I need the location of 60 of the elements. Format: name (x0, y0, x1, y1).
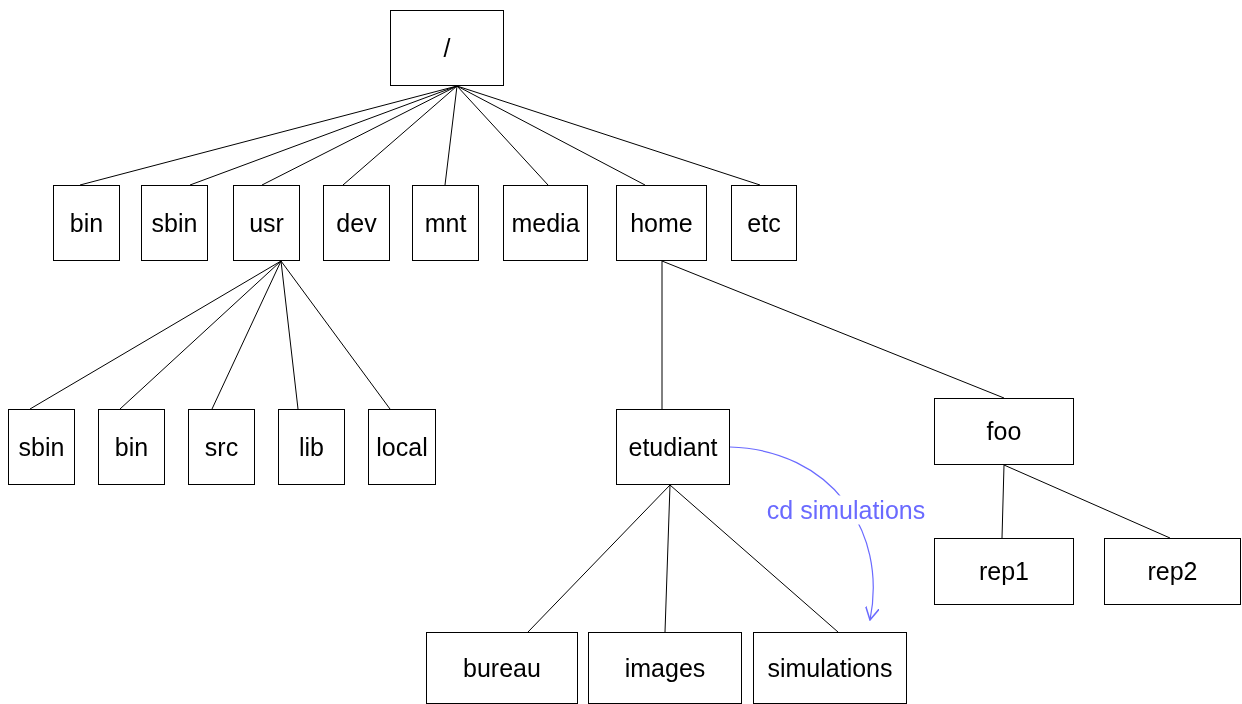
connector-line (342, 85, 458, 186)
directory-name: simulations (767, 653, 893, 683)
directory-name: etc (747, 208, 781, 238)
directory-box (616, 409, 730, 485)
connector-line (661, 260, 1005, 399)
directory-box (426, 632, 578, 704)
connector-line (1003, 464, 1171, 539)
directory-box (934, 538, 1074, 605)
directory-box (731, 185, 797, 261)
directory-box (588, 632, 742, 704)
connector-line (456, 85, 646, 186)
connector-line (119, 260, 282, 410)
directory-box (753, 632, 907, 704)
directory-box (278, 409, 345, 485)
directory-name: / (443, 33, 451, 63)
connector-line (280, 260, 391, 410)
directory-box (141, 185, 208, 261)
connector-line (211, 260, 282, 410)
directory-box (53, 185, 120, 261)
directory-name: src (204, 432, 239, 462)
connector-line (189, 85, 458, 186)
directory-box (8, 409, 75, 485)
directory-box (390, 10, 504, 86)
connector-line (280, 260, 299, 410)
directory-box (323, 185, 390, 261)
directory-name: sbin (18, 432, 65, 462)
directory-name: bin (69, 208, 104, 238)
directory-name: media (511, 208, 580, 238)
directory-name: sbin (151, 208, 198, 238)
connector-line (669, 484, 839, 633)
connector-line (456, 85, 761, 186)
directory-box (188, 409, 255, 485)
directory-box (616, 185, 707, 261)
edge-label: cd simulations (764, 495, 928, 525)
directory-name: bin (114, 432, 149, 462)
directory-name: mnt (424, 208, 467, 238)
connector-line (661, 260, 663, 410)
directory-box (368, 409, 436, 485)
directory-box (98, 409, 165, 485)
directory-name: bureau (463, 653, 541, 683)
directory-name: etudiant (628, 432, 718, 462)
directory-name: rep2 (1147, 557, 1198, 586)
directory-name: lib (299, 432, 324, 462)
directory-name: dev (336, 208, 377, 238)
directory-box (1104, 538, 1241, 605)
connector-line (664, 484, 671, 633)
connector-line (527, 484, 671, 633)
directory-box (233, 185, 300, 261)
directory-name: rep1 (978, 557, 1029, 586)
directory-box (412, 185, 479, 261)
directory-name: home (630, 208, 693, 238)
connector-line (1001, 464, 1005, 539)
directory-name: usr (249, 208, 284, 238)
directory-box (934, 398, 1074, 465)
connector-line (456, 85, 549, 186)
directory-name: foo (986, 417, 1022, 446)
directory-name: images (624, 653, 706, 683)
directory-box (503, 185, 588, 261)
directory-name: local (376, 432, 428, 462)
connector-line (444, 85, 458, 186)
